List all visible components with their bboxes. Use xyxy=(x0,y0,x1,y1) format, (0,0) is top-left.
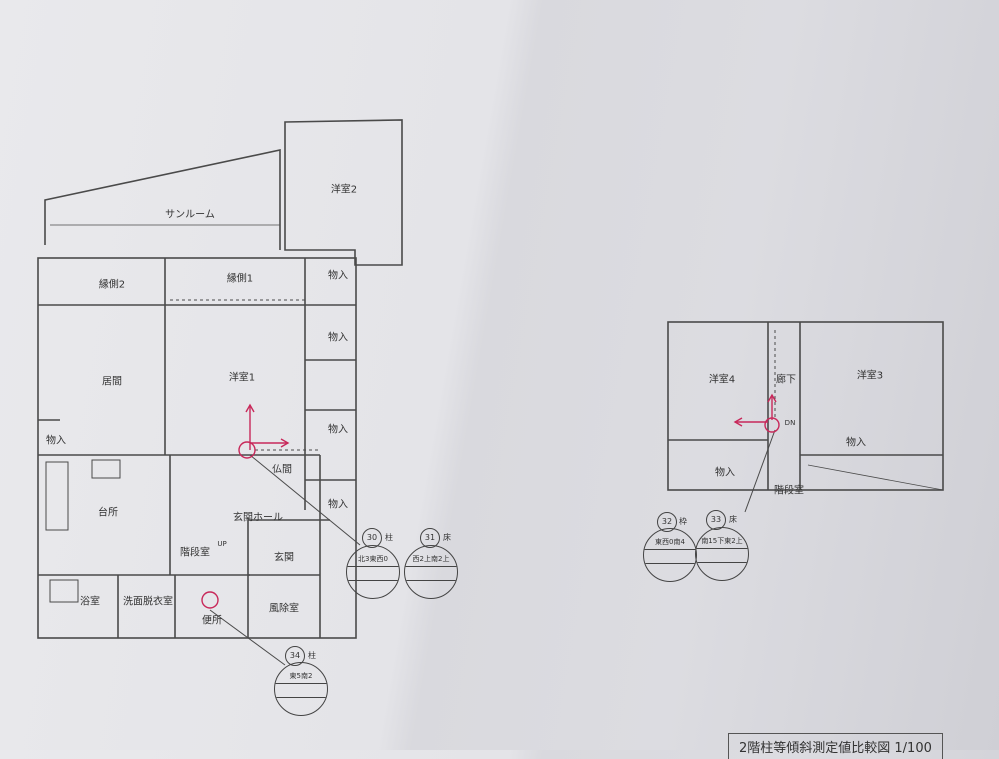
room-storage: 物入 xyxy=(715,467,735,479)
room-western2: 洋室2 xyxy=(330,184,358,196)
measurement-circle: 東5南2 xyxy=(274,662,328,716)
room-storage: 物入 xyxy=(846,437,866,449)
room-western4: 洋室4 xyxy=(708,374,736,386)
room-storage: 物入 xyxy=(328,424,348,436)
room-engawa1: 縁側1 xyxy=(226,273,254,285)
measurement-kind: 柱 xyxy=(385,533,393,542)
room-corridor: 廊下 xyxy=(776,374,796,386)
floor2-outline xyxy=(667,321,944,491)
stair-dn-label: DN xyxy=(784,419,796,427)
measure-point-33 xyxy=(764,417,780,433)
measurement-kind: 床 xyxy=(443,533,451,542)
room-storage: 物入 xyxy=(328,499,348,511)
room-engawa2: 縁側2 xyxy=(98,279,126,291)
sunroom-wall xyxy=(44,149,281,250)
drawing-title: 2階柱等傾斜測定値比較図 1/100 xyxy=(728,733,943,759)
measurement-circle: 西2上南2上 xyxy=(404,545,458,599)
room-storage: 物入 xyxy=(328,332,348,344)
room-entrance-hall: 玄関ホール xyxy=(233,512,283,524)
measurement-kind: 柱 xyxy=(308,651,316,660)
room-kitchen: 台所 xyxy=(98,507,118,519)
main-outline xyxy=(37,257,357,639)
measurement-value: 西2上南2上 xyxy=(405,553,457,567)
room-toilet: 便所 xyxy=(202,615,222,627)
room-bath: 浴室 xyxy=(80,596,100,608)
room-sunroom: サンルーム xyxy=(165,209,215,221)
measurement-kind: 枠 xyxy=(679,517,687,526)
measurement-kind: 床 xyxy=(729,515,737,524)
measurement-circle: 南15下東2上 xyxy=(695,527,749,581)
measure-point-34 xyxy=(201,591,219,609)
measurement-circle: 東西0南4 xyxy=(643,528,697,582)
western2-wall xyxy=(284,119,403,266)
room-entrance: 玄関 xyxy=(274,552,294,564)
measurement-value: 南15下東2上 xyxy=(696,535,748,549)
room-storage-left: 物入 xyxy=(46,435,66,447)
measurement-value: 北3東西0 xyxy=(347,553,399,567)
measurement-circle: 北3東西0 xyxy=(346,545,400,599)
room-storage: 物入 xyxy=(328,270,348,282)
room-washroom: 洗面脱衣室 xyxy=(123,596,173,608)
room-western3: 洋室3 xyxy=(856,370,884,382)
room-windbreak: 風除室 xyxy=(269,603,299,615)
room-stairwell: 階段室 xyxy=(774,485,804,497)
room-living: 居間 xyxy=(102,376,122,388)
room-western1: 洋室1 xyxy=(228,372,256,384)
measurement-value: 東西0南4 xyxy=(644,536,696,550)
room-stairwell: 階段室 xyxy=(180,547,210,559)
measurement-value: 東5南2 xyxy=(275,670,327,684)
measure-point-30 xyxy=(238,441,256,459)
stair-up-label: UP xyxy=(217,540,227,548)
room-butsuma: 仏間 xyxy=(272,464,292,476)
